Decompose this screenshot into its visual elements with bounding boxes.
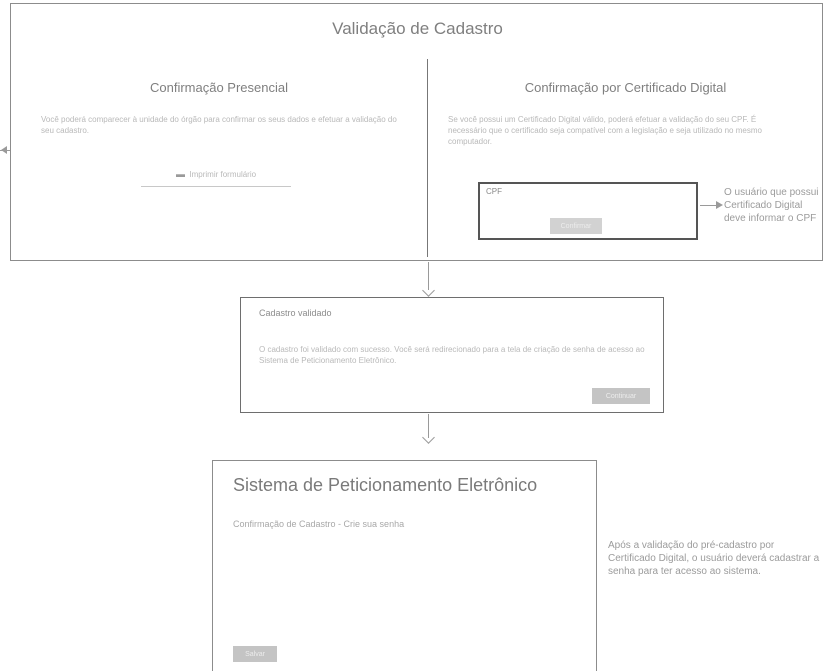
sistema-title: Sistema de Peticionamento Eletrônico <box>233 475 538 495</box>
column-divider <box>427 59 428 257</box>
left-arrow-head <box>1 146 7 154</box>
presencial-link-label: Imprimir formulário <box>189 170 257 179</box>
connector-1-head <box>422 284 435 297</box>
connector-2 <box>428 414 429 438</box>
sistema-subtitle: Confirmação de Cadastro - Crie sua senha <box>233 519 405 529</box>
salvar-button[interactable]: Salvar <box>233 646 277 662</box>
presencial-link[interactable]: ▬ Imprimir formulário <box>141 164 291 187</box>
presencial-body: Você poderá comparecer à unidade do órgã… <box>41 115 397 135</box>
side-note-certificado: O usuário que possui Certificado Digital… <box>724 187 819 224</box>
connector-1 <box>428 262 429 290</box>
connector-2-head <box>422 431 435 444</box>
sistema-peticionamento-box: Sistema de Peticionamento Eletrônico Con… <box>212 460 597 671</box>
cpf-box: CPF Confirmar <box>478 182 698 240</box>
certificado-body: Se você possui um Certificado Digital vá… <box>448 115 762 146</box>
certificado-heading: Confirmação por Certificado Digital <box>524 80 727 95</box>
continuar-button[interactable]: Continuar <box>592 388 650 404</box>
cpf-arrow-line <box>700 205 718 206</box>
cadastro-validado-box: Cadastro validado O cadastro foi validad… <box>240 297 664 413</box>
presencial-heading: Confirmação Presencial <box>149 80 288 95</box>
side-note-senha: Após a validação do pré-cadastro por Cer… <box>608 540 820 577</box>
cpf-label: CPF <box>486 187 502 196</box>
cadastro-validado-title: Cadastro validado <box>259 308 332 318</box>
cadastro-validado-body: O cadastro foi validado com sucesso. Voc… <box>259 345 645 365</box>
validacao-cadastro-box: Validação de Cadastro Confirmação Presen… <box>10 3 823 261</box>
printer-icon: ▬ <box>175 169 185 179</box>
presencial-link-underline <box>141 186 291 187</box>
confirmar-button[interactable]: Confirmar <box>550 218 602 234</box>
cpf-arrow-head <box>716 201 723 209</box>
validacao-title: Validação de Cadastro <box>332 19 503 38</box>
